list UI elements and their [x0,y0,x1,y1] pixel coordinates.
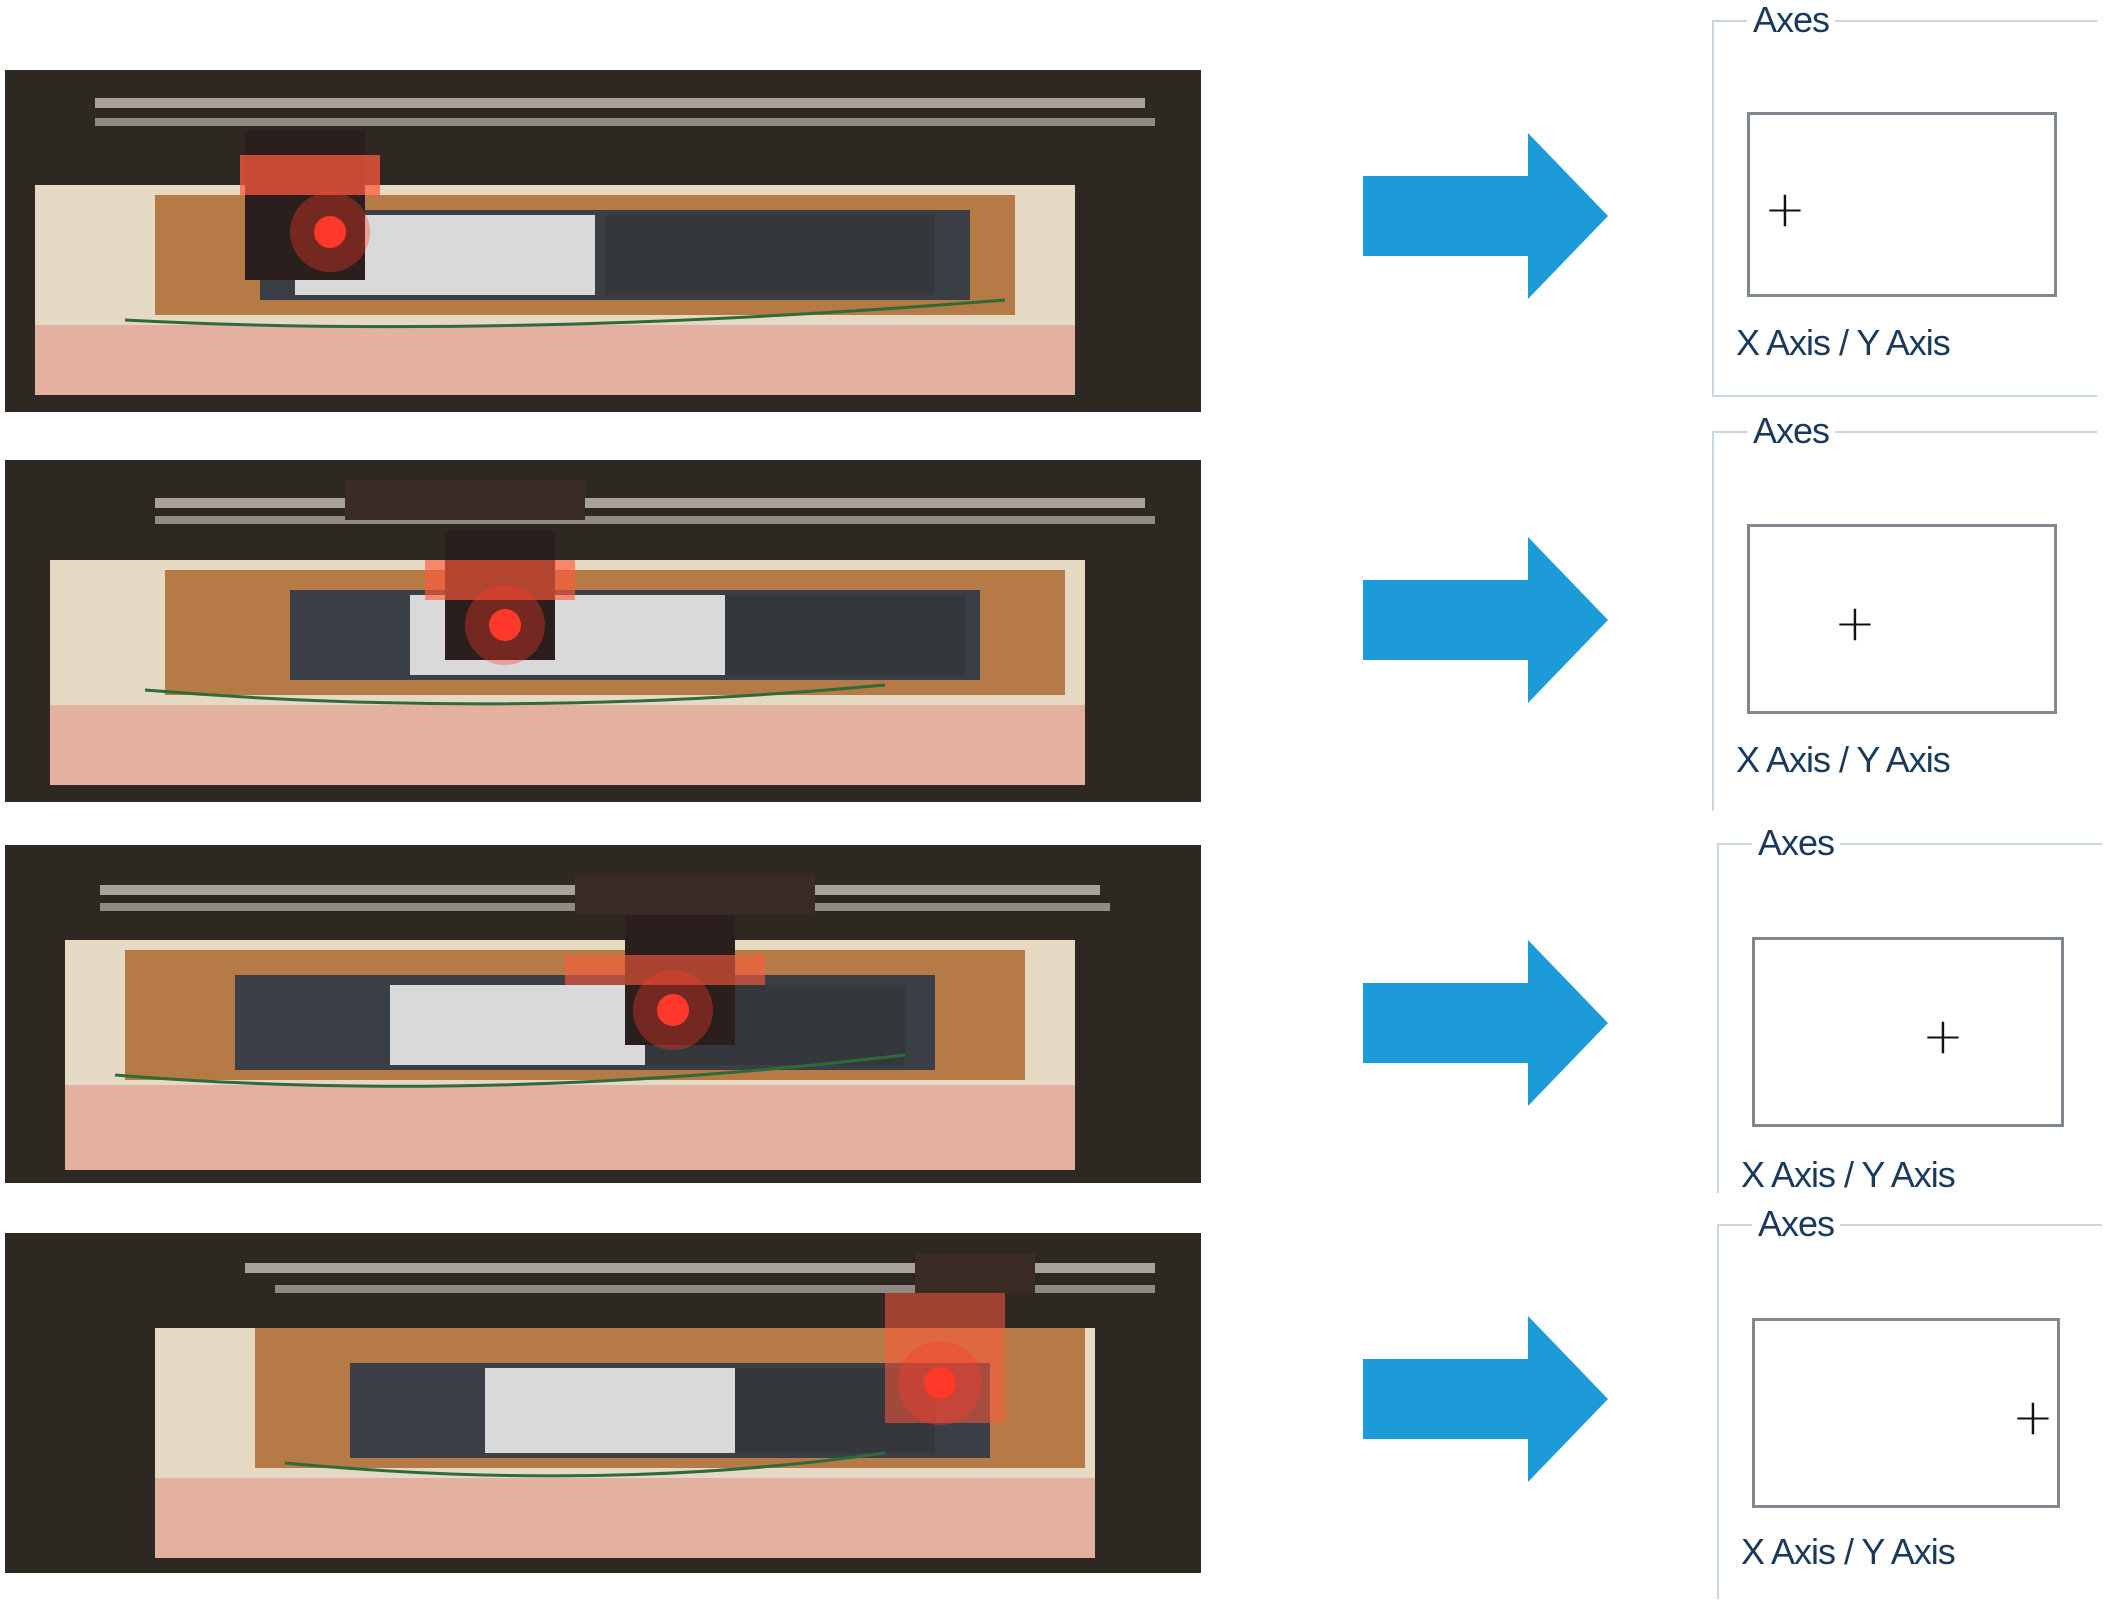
crosshair-marker-icon: + [1922,1007,1964,1065]
right-arrow-icon [1363,1316,1608,1482]
axes-panel-1: Axes + X Axis / Y Axis [1712,0,2102,397]
axis-label: X Axis / Y Axis [1736,322,1951,363]
axes-legend: Axes [1752,823,1841,863]
right-arrow-icon [1363,133,1608,299]
breadboard-photo-4 [5,1233,1201,1573]
axes-plot-area: + [1747,112,2057,297]
breadboard-photo-3 [5,845,1201,1183]
axis-label: X Axis / Y Axis [1741,1531,1956,1572]
breadboard-photo-2 [5,460,1201,802]
breadboard-photo-1 [5,70,1201,412]
crosshair-marker-icon: + [2012,1388,2054,1446]
axes-panel-3: Axes + X Axis / Y Axis [1717,823,2107,1195]
axes-legend: Axes [1747,411,1836,451]
axis-label: X Axis / Y Axis [1736,739,1951,780]
axis-label: X Axis / Y Axis [1741,1154,1956,1195]
crosshair-marker-icon: + [1764,180,1806,238]
axes-legend: Axes [1747,0,1836,40]
right-arrow-icon [1363,537,1608,703]
axes-plot-area: + [1752,937,2064,1127]
axes-plot-area: + [1752,1318,2060,1508]
axes-panel-2: Axes + X Axis / Y Axis [1712,411,2102,811]
axes-plot-area: + [1747,524,2057,714]
right-arrow-icon [1363,940,1608,1106]
axes-panel-4: Axes + X Axis / Y Axis [1717,1204,2107,1599]
crosshair-marker-icon: + [1834,594,1876,652]
axes-legend: Axes [1752,1204,1841,1244]
